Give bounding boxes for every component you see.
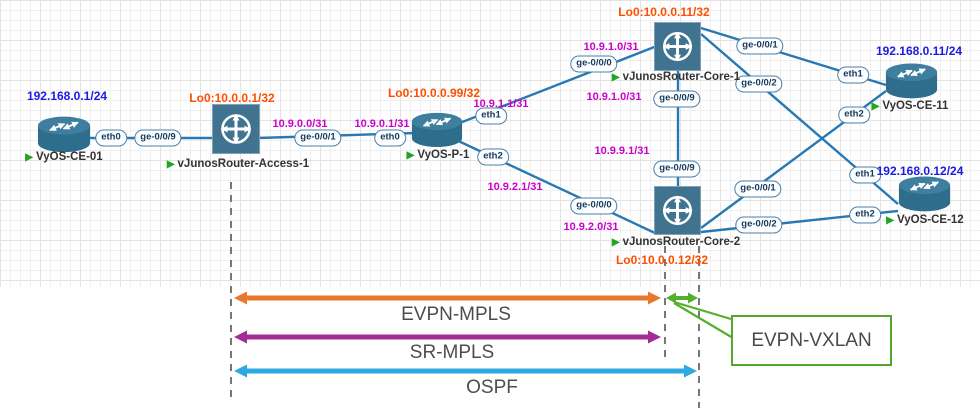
node-name-vjunosrouter-core-2: ▶vJunosRouter-Core-2 xyxy=(612,236,740,248)
evpn-vxlan-callout-box: EVPN-VXLAN xyxy=(731,315,892,366)
evpn-mpls-arrowhead-right xyxy=(648,291,661,305)
node-name-text: VyOS-P-1 xyxy=(417,149,470,161)
link-subnet-label: 10.9.2.0/31 xyxy=(563,221,619,233)
node-name-vyos-ce-01: ▶VyOS-CE-01 xyxy=(25,151,102,163)
node-address-vyos-ce-01: 192.168.0.1/24 xyxy=(26,89,108,103)
port-pill-eth2: eth2 xyxy=(838,106,870,124)
port-pill-ge-0-0-1: ge-0/0/1 xyxy=(736,37,784,55)
vyos-router-icon[interactable] xyxy=(411,112,463,148)
port-pill-ge-0-0-0: ge-0/0/0 xyxy=(570,197,618,215)
link-subnet-label: 10.9.1.0/31 xyxy=(586,91,642,103)
running-status-icon: ▶ xyxy=(406,150,415,161)
running-status-icon: ▶ xyxy=(886,215,895,226)
ospf-arrowhead-right xyxy=(684,364,697,378)
evpn-vxlan-callout-line xyxy=(673,300,732,321)
node-name-vjunosrouter-access-1: ▶vJunosRouter-Access-1 xyxy=(167,158,309,170)
node-name-vyos-p-1: ▶VyOS-P-1 xyxy=(407,149,470,161)
vyos-router-icon[interactable] xyxy=(884,63,939,99)
port-pill-ge-0-0-0: ge-0/0/0 xyxy=(570,55,618,73)
running-status-icon: ▶ xyxy=(25,152,34,163)
port-pill-ge-0-0-9: ge-0/0/9 xyxy=(653,160,701,178)
vyos-router-icon[interactable] xyxy=(37,116,91,153)
node-name-vyos-ce-12: ▶VyOS-CE-12 xyxy=(886,214,963,226)
port-pill-eth2: eth2 xyxy=(477,148,509,166)
sr-mpls-arrowhead-right xyxy=(648,330,661,344)
running-status-icon: ▶ xyxy=(166,159,175,170)
node-name-text: VyOS-CE-11 xyxy=(882,100,949,112)
running-status-icon: ▶ xyxy=(871,101,880,112)
juniper-router-icon[interactable] xyxy=(212,103,260,155)
vyos-router-icon[interactable] xyxy=(896,176,953,212)
node-address-vjunosrouter-core-1: Lo0:10.0.0.11/32 xyxy=(618,5,710,19)
port-pill-ge-0-0-2: ge-0/0/2 xyxy=(735,216,783,234)
link-subnet-label: 10.9.1.0/31 xyxy=(583,41,639,53)
node-address-vyos-ce-11: 192.168.0.11/24 xyxy=(875,44,963,58)
evpn-vxlan-label: EVPN-VXLAN xyxy=(751,329,872,351)
link-subnet-label: 10.9.0.1/31 xyxy=(354,118,410,130)
running-status-icon: ▶ xyxy=(611,72,620,83)
node-name-text: vJunosRouter-Core-2 xyxy=(622,236,741,248)
node-address-vyos-ce-12: 192.168.0.12/24 xyxy=(876,164,964,178)
port-pill-ge-0-0-9: ge-0/0/9 xyxy=(134,129,182,147)
port-pill-ge-0-0-9: ge-0/0/9 xyxy=(653,90,701,108)
link-subnet-label: 10.9.2.1/31 xyxy=(487,181,543,193)
node-name-text: VyOS-CE-01 xyxy=(36,151,103,163)
juniper-router-icon[interactable] xyxy=(654,22,701,71)
port-pill-eth0: eth0 xyxy=(95,129,127,147)
evpn-vxlan-arrowhead-right xyxy=(688,292,698,304)
evpn-mpls-label: EVPN-MPLS xyxy=(401,304,511,325)
node-address-vjunosrouter-core-2: Lo0:10.0.0.12/32 xyxy=(615,253,709,267)
port-pill-ge-0-0-2: ge-0/0/2 xyxy=(735,75,783,93)
link-subnet-label: 10.9.1.1/31 xyxy=(473,98,529,110)
node-name-text: VyOS-CE-12 xyxy=(897,214,964,226)
port-pill-ge-0-0-1: ge-0/0/1 xyxy=(294,129,342,147)
node-name-vyos-ce-11: ▶VyOS-CE-11 xyxy=(872,100,949,112)
sr-mpls-arrowhead-left xyxy=(234,330,247,344)
link-subnet-label: 10.9.9.1/31 xyxy=(594,145,650,157)
node-name-vjunosrouter-core-1: ▶vJunosRouter-Core-1 xyxy=(612,71,740,83)
port-pill-eth0: eth0 xyxy=(374,129,406,147)
link-subnet-label: 10.9.0.0/31 xyxy=(272,118,328,130)
ospf-arrowhead-left xyxy=(234,364,247,378)
evpn-vxlan-callout-line xyxy=(673,302,734,339)
port-pill-eth1: eth1 xyxy=(475,107,507,125)
port-pill-ge-0-0-1: ge-0/0/1 xyxy=(734,180,782,198)
sr-mpls-label: SR-MPLS xyxy=(409,342,495,363)
evpn-mpls-arrowhead-left xyxy=(234,291,247,305)
running-status-icon: ▶ xyxy=(611,237,620,248)
port-pill-eth1: eth1 xyxy=(837,66,869,84)
node-name-text: vJunosRouter-Core-1 xyxy=(622,71,741,83)
port-pill-eth2: eth2 xyxy=(849,206,881,224)
node-address-vyos-p-1: Lo0:10.0.0.99/32 xyxy=(387,86,481,100)
node-name-text: vJunosRouter-Access-1 xyxy=(177,158,310,170)
evpn-vxlan-arrowhead-left xyxy=(666,292,676,304)
juniper-router-icon[interactable] xyxy=(654,186,701,235)
ospf-label: OSPF xyxy=(466,377,518,398)
node-address-vjunosrouter-access-1: Lo0:10.0.0.1/32 xyxy=(189,91,275,105)
